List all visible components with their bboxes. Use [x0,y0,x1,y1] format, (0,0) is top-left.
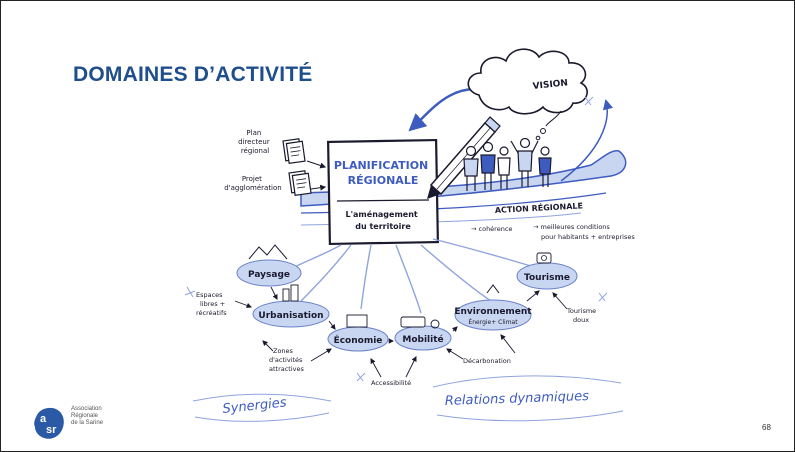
people-icon [463,137,552,191]
asr-logo: a sr Association Régionale de la Sarine [31,405,131,441]
document-icon [288,170,312,197]
environnement-bubble: Environnement Énergie+ Climat [454,284,532,331]
energie-climat-label: Énergie+ Climat [468,318,518,326]
urbanisation-label: Urbanisation [258,311,323,321]
asr-logo-text: Association Régionale de la Sarine [71,406,103,427]
vision-label: VISION [532,78,568,92]
relations-label: Relations dynamiques [445,389,590,409]
tourisme-label: Tourisme [524,273,570,283]
coherence-label: → cohérence [471,225,512,233]
planification-box: PLANIFICATION RÉGIONALE L'aménagement du… [326,138,440,246]
plan-directeur-label: Plan directeur régional [238,129,272,155]
svg-text:sr: sr [46,424,57,436]
espaces-label: Espaces libres + récréatifs [196,291,227,317]
mobilite-bubble: Mobilité [394,316,452,351]
logo-line-2: Régionale [71,413,99,419]
accessibilite-label: Accessibilité [371,379,411,387]
relations-block: Relations dynamiques [432,375,624,422]
decarbonation-label: Décarbonation [463,357,511,365]
urbanisation-bubble: Urbanisation [252,284,330,328]
logo-line-3: de la Sarine [71,420,104,426]
document-icon [282,138,306,165]
documents-group: Plan directeur régional Projet d'agglomé… [224,129,327,197]
vision-cloud: VISION [467,48,588,141]
logo-line-1: Association [71,406,102,412]
economie-bubble: Économie [327,314,389,352]
synergies-block: Synergies [192,393,332,422]
conditions-label: → meilleures conditions pour habitants +… [533,223,635,241]
sparkle-marks [184,96,608,382]
paysage-label: Paysage [248,270,290,280]
bubble-arrows [270,286,458,344]
asr-logo-mark: a sr [34,407,64,439]
page-number: 68 [762,423,771,432]
svg-text:a: a [40,413,47,425]
zones-label: Zones d'activités attractives [269,347,305,373]
slide-title: DOMAINES D’ACTIVITÉ [73,63,313,86]
synergies-label: Synergies [222,395,288,417]
paysage-bubble: Paysage [236,244,302,287]
planification-title: PLANIFICATION RÉGIONALE [334,159,432,187]
amenagement-label: L'aménagement du territoire [345,209,420,231]
tourisme-bubble: Tourisme [516,252,578,290]
mobilite-label: Mobilité [402,334,443,345]
economie-label: Économie [334,334,383,346]
tourisme-doux-label: Tourisme doux [566,307,598,324]
environnement-label: Environnement [454,307,532,317]
projet-agglo-label: Projet d'agglomération [224,175,281,192]
pencil-icon [427,116,501,199]
